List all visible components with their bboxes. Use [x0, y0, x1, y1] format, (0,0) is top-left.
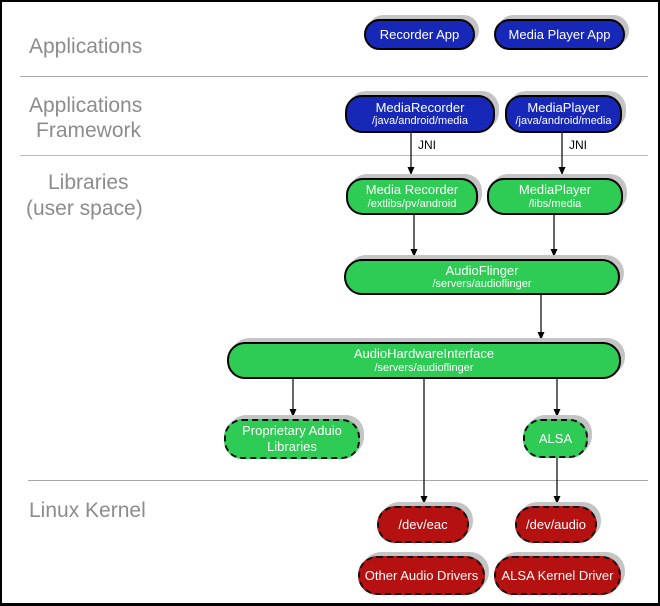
- divider-framework-libraries: [20, 155, 648, 156]
- node-alsa: ALSA: [523, 419, 588, 458]
- layer-label-libraries-line1: Libraries: [48, 171, 129, 194]
- node-mediarecorder-framework: MediaRecorder /java/android/media: [345, 95, 495, 133]
- node-dev-eac: /dev/eac: [377, 506, 469, 543]
- node-alsa-kernel-driver: ALSA Kernel Driver: [494, 556, 621, 595]
- node-dev-audio: /dev/audio: [515, 506, 597, 543]
- node-media-player-app: Media Player App: [494, 19, 625, 50]
- node-mediaplayer-framework-path: /java/android/media: [515, 115, 612, 128]
- node-media-recorder-lib-path: /extlibs/pv/android: [367, 197, 457, 210]
- node-media-recorder-lib: Media Recorder /extlibs/pv/android: [346, 178, 478, 215]
- layer-label-framework-line1: Applications: [29, 94, 143, 117]
- node-media-recorder-lib-label: Media Recorder: [365, 182, 459, 198]
- node-proprietary-audio-libraries-label: Proprietary Aduio Libraries: [242, 423, 342, 454]
- node-recorder-app-label: Recorder App: [379, 26, 460, 42]
- node-mediaplayer-framework: MediaPlayer /java/android/media: [505, 95, 622, 133]
- node-proprietary-audio-libraries: Proprietary Aduio Libraries: [224, 419, 360, 459]
- divider-libraries-kernel: [28, 480, 648, 481]
- node-audioflinger-label: AudioFlinger: [445, 262, 519, 278]
- layer-label-applications: Applications: [29, 35, 143, 58]
- node-audioflinger: AudioFlinger /servers/audioflinger: [344, 259, 620, 295]
- layer-label-kernel: Linux Kernel: [29, 499, 146, 522]
- node-dev-eac-label: /dev/eac: [398, 516, 448, 532]
- node-media-player-app-label: Media Player App: [508, 26, 611, 42]
- node-dev-audio-label: /dev/audio: [526, 516, 586, 532]
- node-mediarecorder-framework-label: MediaRecorder: [375, 99, 465, 115]
- node-alsa-kernel-driver-label: ALSA Kernel Driver: [501, 567, 614, 583]
- node-audio-hardware-interface: AudioHardwareInterface /servers/audiofli…: [227, 342, 621, 379]
- layer-label-libraries-line2: (user space): [26, 197, 143, 220]
- node-mediarecorder-framework-path: /java/android/media: [371, 115, 468, 128]
- node-audio-hardware-interface-path: /servers/audioflinger: [374, 361, 474, 374]
- node-recorder-app: Recorder App: [364, 19, 475, 50]
- layer-label-framework-line2: Framework: [36, 119, 142, 142]
- node-other-audio-drivers: Other Audio Drivers: [358, 556, 485, 595]
- jni-label-right: JNI: [569, 138, 587, 152]
- node-other-audio-drivers-label: Other Audio Drivers: [364, 567, 479, 583]
- node-mediaplayer-lib-path: /libs/media: [528, 197, 582, 210]
- node-mediaplayer-lib-label: MediaPlayer: [518, 182, 592, 198]
- node-mediaplayer-lib: MediaPlayer /libs/media: [487, 178, 623, 215]
- node-audioflinger-path: /servers/audioflinger: [432, 278, 532, 291]
- node-alsa-label: ALSA: [538, 430, 573, 446]
- divider-applications-framework: [20, 76, 648, 77]
- node-audio-hardware-interface-label: AudioHardwareInterface: [353, 346, 495, 362]
- node-mediaplayer-framework-label: MediaPlayer: [527, 99, 600, 115]
- jni-label-left: JNI: [418, 138, 436, 152]
